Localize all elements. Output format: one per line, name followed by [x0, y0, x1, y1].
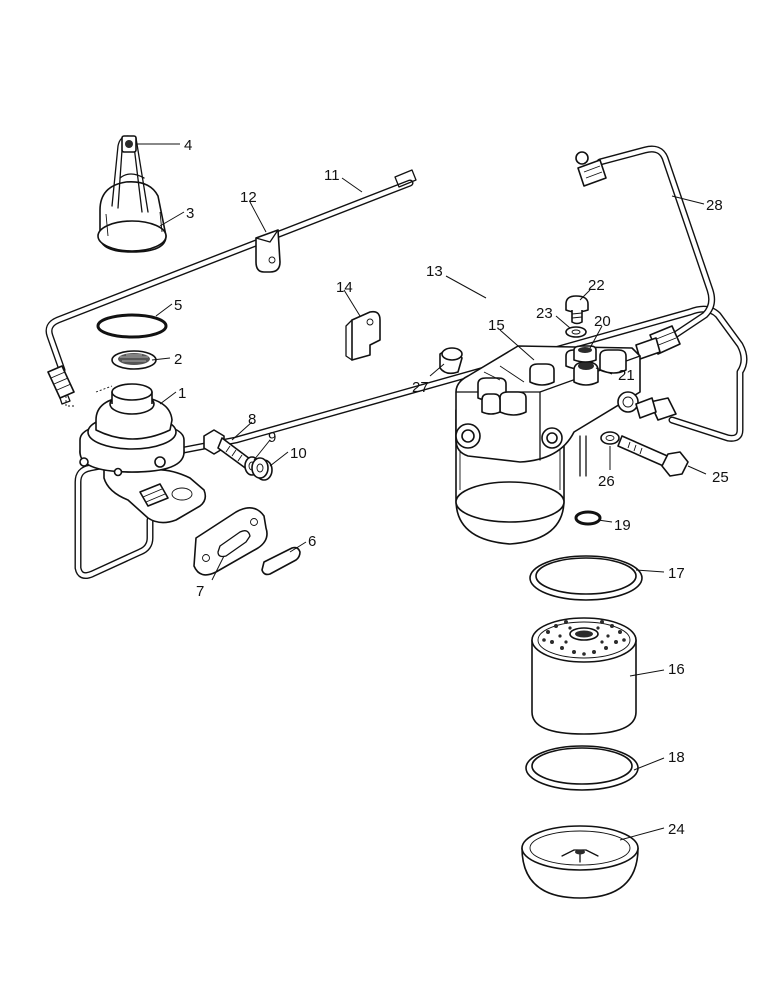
callout-leaders [136, 143, 707, 841]
gasket-7 [193, 507, 268, 576]
bowl-clamp-4 [111, 135, 149, 213]
callout-6: 6 [308, 533, 316, 550]
dowel-6 [261, 546, 301, 576]
callout-13: 13 [426, 263, 443, 280]
callout-17: 17 [668, 565, 685, 582]
callout-14: 14 [336, 279, 353, 296]
callout-26: 26 [598, 473, 615, 490]
pipe-bracket-12 [255, 229, 281, 273]
bolt-22 [565, 295, 589, 325]
callout-11: 11 [324, 167, 340, 184]
spacer-10 [251, 457, 273, 481]
sealing-ring-17 [529, 555, 643, 601]
callout-1: 1 [178, 385, 186, 402]
washer-26 [600, 431, 620, 445]
callout-18: 18 [668, 749, 685, 766]
callout-15: 15 [488, 317, 505, 334]
fuel-pipe-11 [45, 169, 417, 405]
callout-8: 8 [248, 411, 256, 428]
callout-7: 7 [196, 583, 204, 600]
callout-27: 27 [412, 379, 429, 396]
fuel-lift-pump-1 [65, 383, 207, 524]
filter-perforations [542, 620, 626, 656]
pipe-bracket-14 [345, 310, 381, 361]
sealing-ring-18 [525, 745, 639, 791]
callout-4: 4 [184, 137, 192, 154]
fuel-pipe-13 [74, 305, 748, 579]
callout-25: 25 [712, 469, 729, 486]
sediment-bowl-3 [97, 180, 167, 253]
spacer-27 [439, 347, 463, 375]
bolt-25 [617, 435, 689, 477]
sealing-ring-19 [574, 510, 602, 526]
callout-12: 12 [240, 189, 257, 206]
callout-labels: 1 2 3 4 5 6 7 8 9 10 11 12 13 14 15 16 1… [174, 137, 729, 838]
callout-21: 21 [618, 367, 635, 384]
callout-10: 10 [290, 445, 307, 462]
callout-20: 20 [594, 313, 611, 330]
callout-24: 24 [668, 821, 685, 838]
callout-5: 5 [174, 297, 182, 314]
callout-19: 19 [614, 517, 631, 534]
filter-element-16 [531, 617, 637, 735]
callout-9: 9 [268, 429, 276, 446]
callout-3: 3 [186, 205, 194, 222]
washer-23 [565, 326, 587, 338]
callout-16: 16 [668, 661, 685, 678]
callout-2: 2 [174, 351, 182, 368]
sealing-ring-5 [96, 313, 168, 339]
gauze-strainer-2 [111, 350, 157, 370]
callout-28: 28 [706, 197, 723, 214]
callout-23: 23 [536, 305, 553, 322]
pipe-union-right [635, 397, 677, 421]
filter-bowl-24 [521, 825, 639, 899]
callout-22: 22 [588, 277, 605, 294]
fuel-pipe-28 [575, 145, 716, 360]
bleed-screw-20 [573, 345, 597, 363]
filter-head-15 [455, 345, 641, 477]
